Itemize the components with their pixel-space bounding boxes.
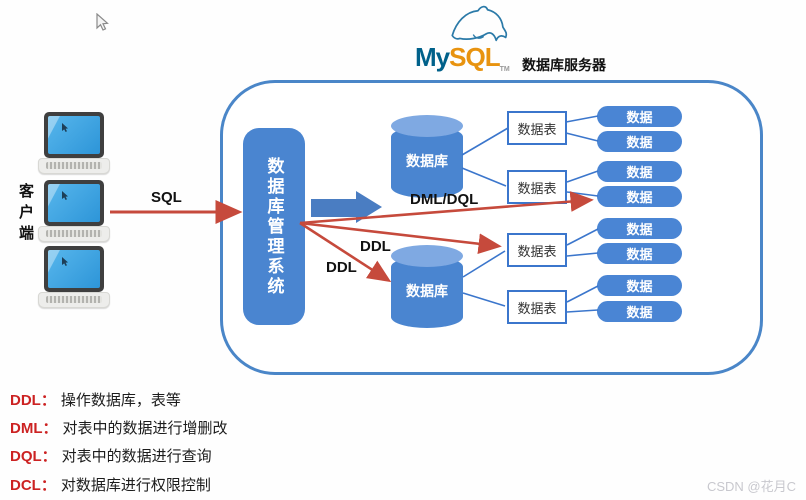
legend-term: DDL： (10, 392, 56, 409)
client-label: 客户端 (17, 183, 34, 246)
screen-cursor-icon (62, 191, 68, 200)
legend-row-dql: DQL：对表中的数据进行查询 (10, 445, 212, 466)
mouse-cursor-icon (96, 13, 109, 31)
client-laptop-icon (38, 112, 110, 175)
database-cylinder-bottom: 数据库 (391, 245, 463, 328)
screen-cursor-icon (62, 257, 68, 266)
mysql-wordmark-tm: TM (499, 66, 510, 73)
data-pill: 数据 (597, 218, 682, 239)
legend-term: DQL： (10, 448, 57, 465)
mysql-wordmark-sql: SQL (449, 42, 500, 72)
legend-desc: 操作数据库，表等 (60, 392, 181, 409)
data-pill: 数据 (597, 131, 682, 152)
data-pill: 数据 (597, 106, 682, 127)
screen-cursor-icon (62, 123, 68, 132)
legend-row-dcl: DCL：对数据库进行权限控制 (10, 474, 211, 495)
legend-row-dml: DML：对表中的数据进行增删改 (10, 417, 228, 438)
database-server-label: 数据库服务器 (522, 57, 606, 73)
dbms-block: 数据库管理系统 (243, 128, 305, 325)
laptop-screen (44, 246, 104, 292)
client-laptop-icon (38, 246, 110, 309)
sql-arrow-label: SQL (151, 189, 182, 206)
mysql-dolphin-icon (451, 5, 508, 42)
data-table-box: 数据表 (507, 233, 567, 267)
ddl-label-upper: DDL (360, 238, 391, 255)
csdn-watermark: CSDN @花月C (706, 479, 796, 494)
data-pill: 数据 (597, 243, 682, 264)
cylinder-top-ellipse (391, 245, 463, 267)
data-pill: 数据 (597, 186, 682, 207)
data-table-box: 数据表 (507, 111, 567, 145)
data-pill: 数据 (597, 161, 682, 182)
database-cylinder-top: 数据库 (391, 115, 463, 198)
data-pill: 数据 (597, 301, 682, 322)
laptop-keyboard (38, 292, 110, 308)
legend-desc: 对表中的数据进行增删改 (62, 420, 228, 437)
legend-desc: 对数据库进行权限控制 (60, 477, 211, 494)
mysql-wordmark: MySQLTM (415, 42, 510, 73)
laptop-keyboard (38, 158, 110, 174)
mysql-wordmark-my: My (415, 42, 450, 72)
data-table-box: 数据表 (507, 170, 567, 204)
ddl-label-lower: DDL (326, 259, 357, 276)
dbms-label: 数据库管理系统 (264, 156, 284, 297)
client-laptop-icon (38, 180, 110, 243)
data-pill: 数据 (597, 275, 682, 296)
legend-row-ddl: DDL：操作数据库，表等 (10, 389, 181, 410)
laptop-screen (44, 180, 104, 226)
cylinder-top-ellipse (391, 115, 463, 137)
legend-term: DCL： (10, 477, 56, 494)
dml-dql-label: DML/DQL (410, 191, 479, 208)
database-label: 数据库 (406, 153, 448, 169)
legend-desc: 对表中的数据进行查询 (61, 448, 212, 465)
database-label: 数据库 (406, 283, 448, 299)
laptop-screen (44, 112, 104, 158)
legend-term: DML： (10, 420, 58, 437)
laptop-keyboard (38, 226, 110, 242)
data-table-box: 数据表 (507, 290, 567, 324)
